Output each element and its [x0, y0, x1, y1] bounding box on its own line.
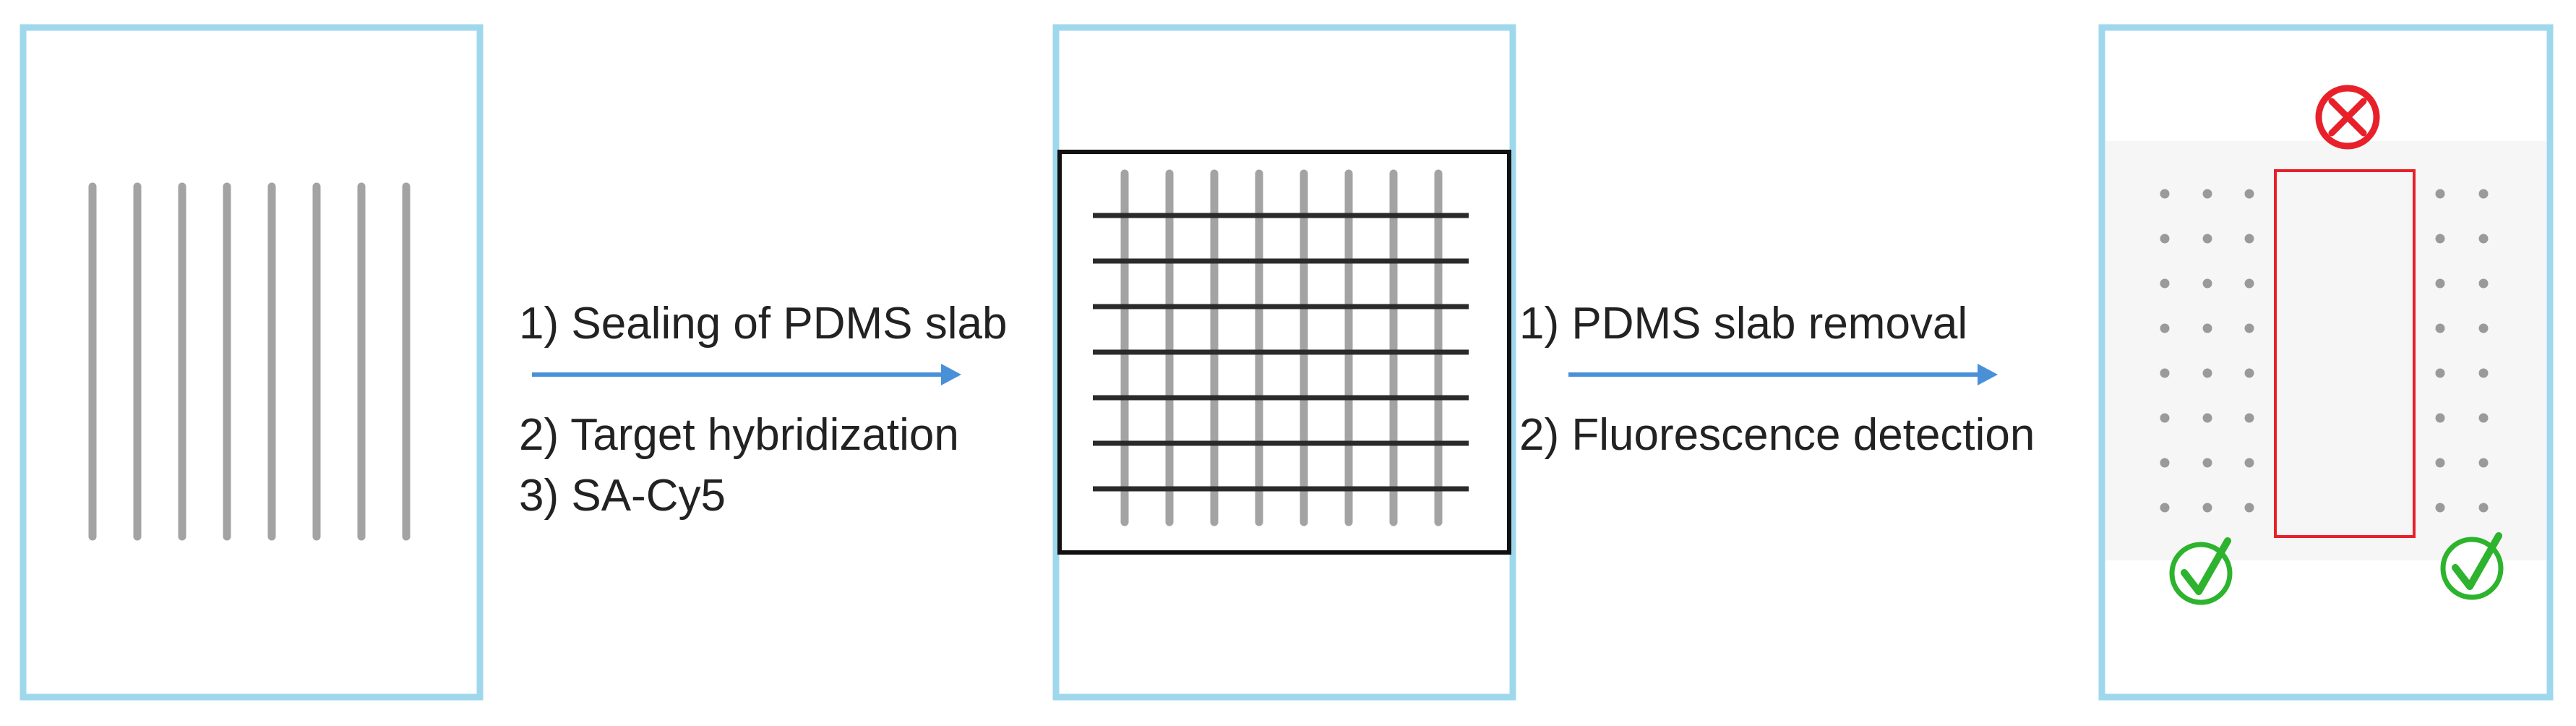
step1-label-1: 1) Sealing of PDMS slab: [519, 299, 1007, 349]
step2-label-1: 1) PDMS slab removal: [1519, 299, 1967, 349]
spot-area-background: [2105, 141, 2546, 560]
fluorescence-spot: [2244, 323, 2254, 333]
cross-circle-icon: [2315, 85, 2380, 150]
fluorescence-spot: [2435, 503, 2445, 513]
fluorescence-spot: [2202, 413, 2212, 423]
check-circle-icon: [2440, 532, 2504, 600]
fluorescence-spot: [2435, 189, 2445, 199]
panel-slide-channels: [20, 24, 484, 701]
step1-arrow-head: [941, 364, 961, 385]
fluorescence-spot: [2202, 503, 2212, 513]
step-two-annotation: 1) PDMS slab removal 2) Fluorescence det…: [1519, 299, 2035, 460]
fluorescence-spot: [2478, 189, 2489, 199]
fluorescence-spot-array: [2160, 189, 2489, 513]
fluorescence-spot: [2160, 458, 2170, 468]
step-one-annotation: 1) Sealing of PDMS slab 2) Target hybrid…: [519, 299, 1007, 521]
fluorescence-spot: [2244, 234, 2254, 244]
fluorescence-spot: [2478, 458, 2489, 468]
fluorescence-spot: [2202, 278, 2212, 289]
fluorescence-spot: [2435, 368, 2445, 378]
fluorescence-spot: [2244, 413, 2254, 423]
panel-fluorescence-result: [2098, 24, 2554, 701]
fluorescence-spot: [2202, 189, 2212, 199]
fluorescence-spot: [2478, 413, 2489, 423]
pdms-channel-lines: [1093, 213, 1469, 492]
fluorescence-spot: [2478, 503, 2489, 513]
fluorescence-spot: [2435, 234, 2445, 244]
fluorescence-spot: [2478, 368, 2489, 378]
check-circle-icon: [2169, 537, 2233, 605]
fluorescence-spot: [2244, 368, 2254, 378]
fluorescence-spot: [2202, 368, 2212, 378]
fluorescence-spot: [2160, 323, 2170, 333]
fluorescence-spot: [2160, 413, 2170, 423]
fluorescence-spot: [2160, 234, 2170, 244]
fluorescence-spot: [2244, 189, 2254, 199]
fluorescence-spot: [2478, 278, 2489, 289]
fluorescence-spot: [2160, 368, 2170, 378]
step1-label-3: 3) SA-Cy5: [519, 471, 726, 521]
fluorescence-spot: [2160, 189, 2170, 199]
step2-arrow-head: [1978, 364, 1998, 385]
fluorescence-spot: [2244, 503, 2254, 513]
blank-zone-outline: [2274, 169, 2416, 538]
fluorescence-spot: [2244, 278, 2254, 289]
channel-lines-left: [88, 182, 411, 541]
fluorescence-spot: [2478, 323, 2489, 333]
fluorescence-spot: [2202, 323, 2212, 333]
fluorescence-spot: [2478, 234, 2489, 244]
fluorescence-spot: [2244, 458, 2254, 468]
panel-pdms-sealed: [1052, 24, 1516, 701]
fluorescence-spot: [2202, 234, 2212, 244]
fluorescence-spot: [2435, 278, 2445, 289]
step1-label-2: 2) Target hybridization: [519, 410, 959, 460]
step2-label-2: 2) Fluorescence detection: [1519, 410, 2035, 460]
fluorescence-spot: [2435, 413, 2445, 423]
fluorescence-spot: [2435, 458, 2445, 468]
fluorescence-spot: [2160, 503, 2170, 513]
fluorescence-spot: [2160, 278, 2170, 289]
fluorescence-spot: [2202, 458, 2212, 468]
fluorescence-spot: [2435, 323, 2445, 333]
channel-lines-middle: [1120, 169, 1443, 526]
